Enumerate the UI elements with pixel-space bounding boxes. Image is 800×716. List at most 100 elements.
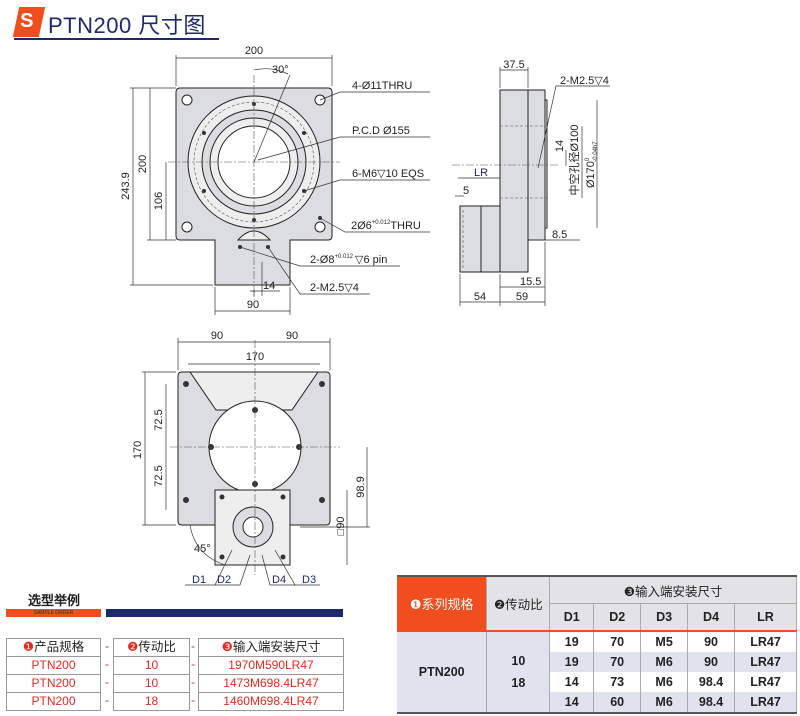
bottom-dim-170v: 170: [132, 441, 144, 459]
side-bore: 中空孔径Ø100: [567, 125, 581, 196]
cell: LR47: [734, 652, 797, 672]
so-row-2-ratio: 10: [113, 674, 190, 693]
cell: 14: [549, 672, 595, 692]
cell: 14: [549, 692, 595, 713]
callout-pcd: P.C.D Ø155: [352, 125, 410, 137]
separator: -: [191, 693, 195, 707]
sample-order-subtitle: SAMPLE ORDER: [6, 609, 101, 617]
front-dim-total-height: 243.9: [120, 172, 132, 200]
cell: 19: [549, 652, 595, 672]
separator: -: [105, 693, 109, 707]
divider-bar: [106, 609, 343, 617]
callout-pin: 2-Ø8+0.012▽6 pin: [310, 254, 387, 266]
bottom-dim-sq90: □90: [335, 517, 347, 536]
cell: M6: [640, 672, 689, 692]
table-row: 14 73 M6 98.4 LR47: [397, 672, 797, 692]
bottom-dim-90b: 90: [286, 330, 298, 342]
cell: LR47: [734, 692, 797, 713]
col-d3: D3: [640, 603, 689, 632]
table-row: 14 60 M6 98.4 LR47: [397, 692, 797, 713]
bottom-view: 90 90 170 170 72.5 72.5 98.9 □90 45° D1 …: [132, 330, 370, 586]
callout-m6: 6-M6▽10 EQS: [352, 168, 424, 180]
cell: 60: [593, 692, 642, 713]
so-header-input: ❸输入端安装尺寸: [198, 638, 344, 657]
side-od: Ø1700-0.04h7: [585, 141, 599, 188]
front-dim-width: 200: [245, 45, 263, 57]
col-d1: D1: [549, 603, 595, 632]
spec-table: ❶系列规格 ❷传动比 ❸输入端安装尺寸 D1 D2 D3 D4 LR PTN20…: [397, 575, 797, 714]
so-row-3-ratio: 18: [113, 692, 190, 711]
side-dim-59: 59: [516, 291, 528, 303]
bottom-dim-98-9: 98.9: [355, 476, 367, 497]
so-row-2-input: 1473M698.4LR47: [198, 674, 344, 693]
bottom-dim-170: 170: [246, 351, 264, 363]
col-d2: D2: [593, 603, 642, 632]
so-row-1-ratio: 10: [113, 656, 190, 675]
so-row-1-input: 1970M590LR47: [198, 656, 344, 675]
cell: 73: [593, 672, 642, 692]
label-d3: D3: [302, 574, 316, 586]
separator: -: [105, 675, 109, 689]
callout-pin-hole: 2Ø6+0.012THRU: [351, 220, 421, 232]
front-dim-14: 14: [263, 280, 275, 292]
cell: 98.4: [687, 692, 736, 713]
label-d2: D2: [217, 574, 231, 586]
page-header: S PTN200 尺寸图: [12, 6, 219, 40]
col-lr: LR: [734, 603, 797, 632]
cell: 19: [549, 631, 595, 652]
so-header-spec: ❶产品规格: [6, 638, 101, 657]
cell: 70: [593, 631, 642, 652]
side-dim-15-5: 15.5: [520, 276, 541, 288]
bottom-dim-72-5a: 72.5: [153, 409, 165, 430]
callout-thru-holes: 4-Ø11THRU: [352, 80, 412, 92]
so-header-ratio: ❷传动比: [113, 638, 190, 657]
side-dim-37-5: 37.5: [503, 59, 524, 71]
cell: M6: [640, 652, 689, 672]
separator: -: [191, 639, 195, 653]
front-dim-height: 200: [137, 155, 149, 173]
col-d4: D4: [687, 603, 736, 632]
separator: -: [105, 639, 109, 653]
header-ratio: ❷传动比: [486, 576, 551, 632]
front-view: 200 30° 243.9 200 106 14 90 4-Ø11THRU P.…: [120, 45, 430, 315]
separator: -: [191, 675, 195, 689]
header-input: ❸输入端安装尺寸: [549, 576, 797, 604]
cell: M5: [640, 631, 689, 652]
front-dim-center: 106: [153, 192, 165, 210]
cell: LR47: [734, 631, 797, 652]
front-dim-90: 90: [247, 299, 259, 311]
so-row-2-spec: PTN200: [6, 674, 101, 693]
so-row-3-spec: PTN200: [6, 692, 101, 711]
bottom-angle: 45°: [194, 543, 211, 555]
cell: LR47: [734, 672, 797, 692]
page-title: PTN200 尺寸图: [48, 13, 206, 38]
so-row-3-input: 1460M698.4LR47: [198, 692, 344, 711]
label-d4: D4: [272, 574, 286, 586]
separator: -: [105, 657, 109, 671]
side-dim-54: 54: [474, 291, 486, 303]
sample-order-title: 选型举例: [28, 593, 81, 608]
cell: 70: [593, 652, 642, 672]
side-lr: LR: [474, 167, 488, 179]
front-angle: 30°: [272, 64, 289, 76]
so-row-1-spec: PTN200: [6, 656, 101, 675]
cell: 90: [687, 631, 736, 652]
side-callout-m2-5: 2-M2.5▽4: [560, 75, 609, 87]
cell: 98.4: [687, 672, 736, 692]
side-dim-14: 14: [554, 140, 566, 152]
cell: 90: [687, 652, 736, 672]
side-dim-5: 5: [463, 185, 469, 197]
bottom-dim-72-5b: 72.5: [153, 465, 165, 486]
label-d1: D1: [192, 574, 206, 586]
header-series: ❶系列规格: [397, 576, 488, 632]
side-view: 37.5 2-M2.5▽4 14 中空孔径Ø100 Ø1700-0.04h7 L…: [452, 59, 610, 306]
cell: M6: [640, 692, 689, 713]
separator: -: [191, 657, 195, 671]
side-dim-8-5: 8.5: [552, 229, 567, 241]
table-row: 19 70 M6 90 LR47: [397, 652, 797, 672]
bottom-dim-90a: 90: [211, 330, 223, 342]
series-cell: PTN200: [397, 631, 488, 713]
